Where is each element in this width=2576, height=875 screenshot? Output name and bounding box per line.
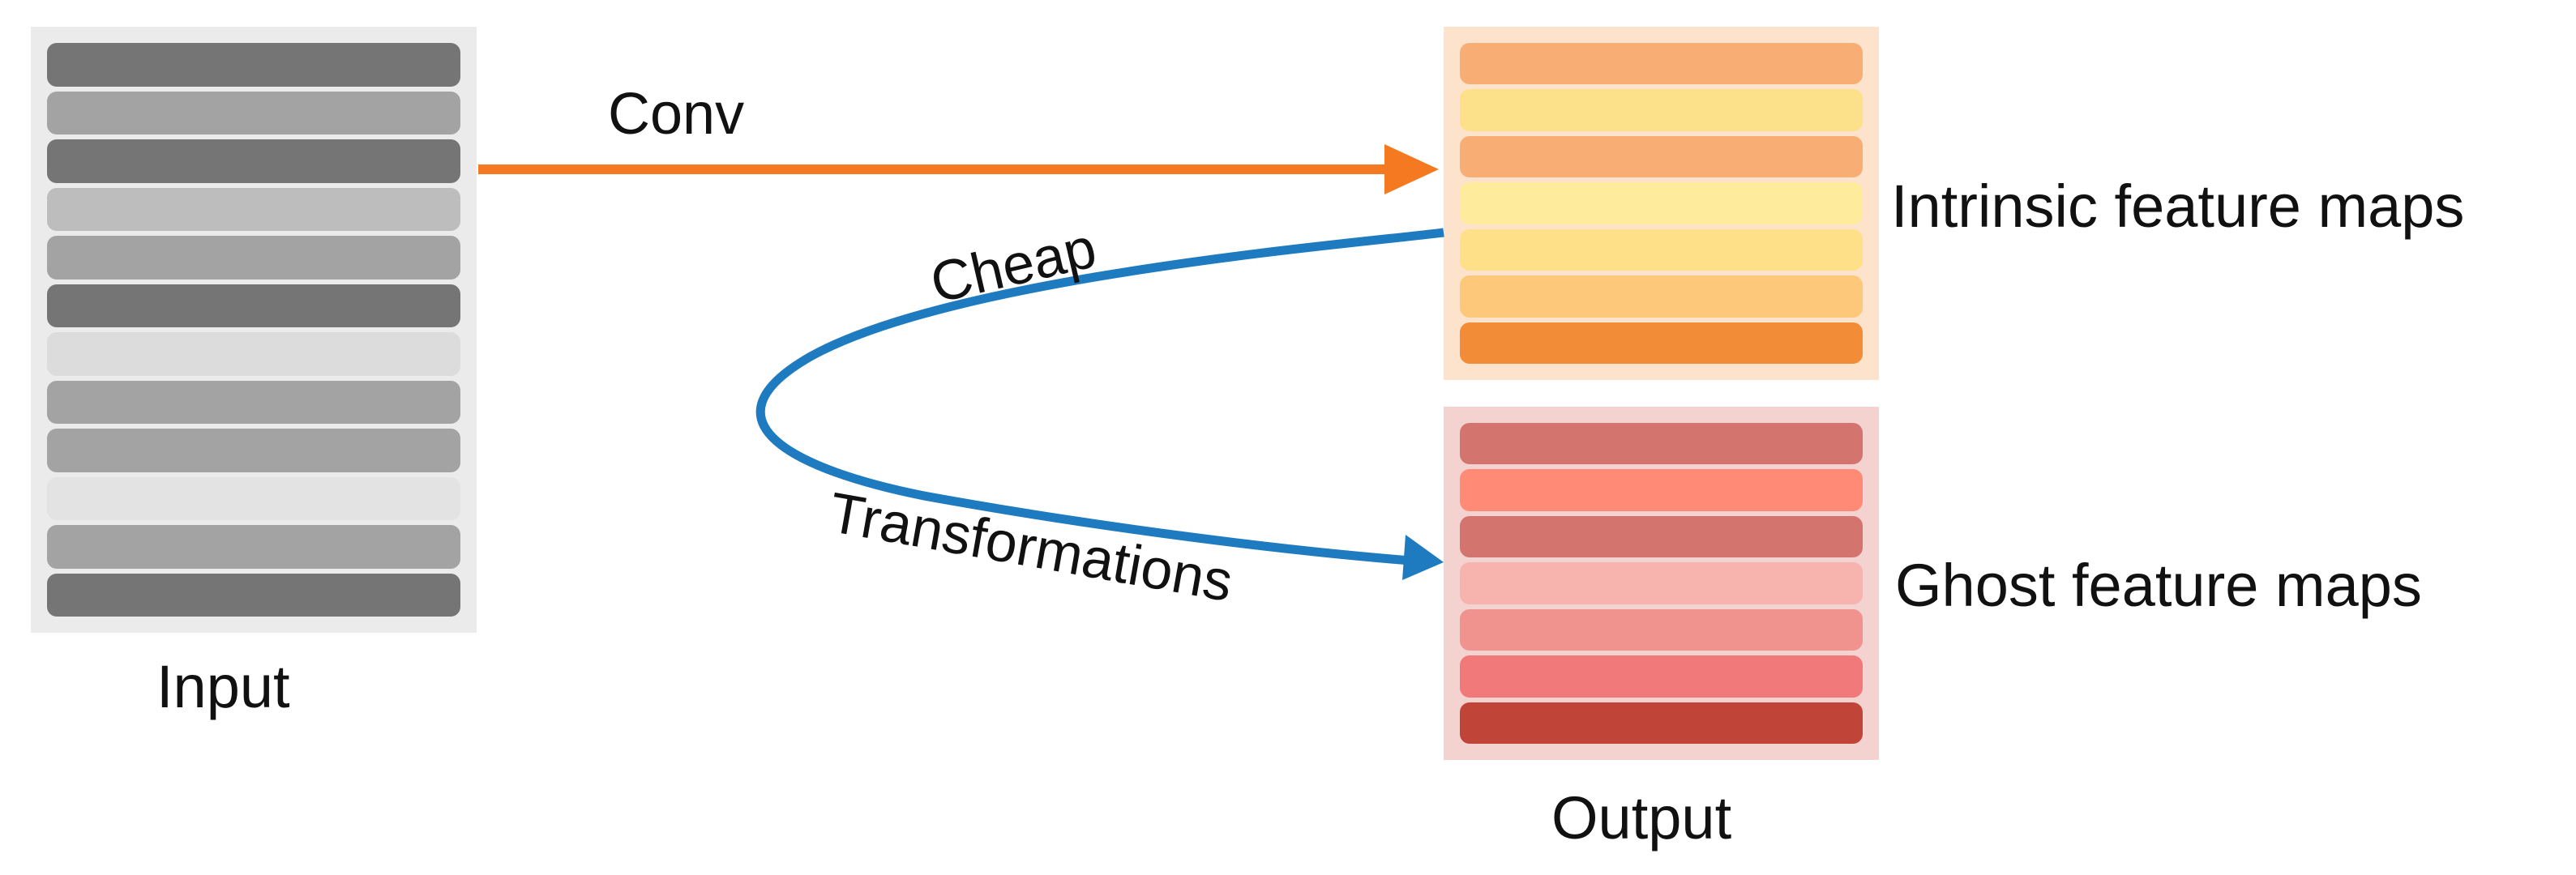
input-feature-map-bar [47, 284, 460, 327]
cheap-transformation-arrow [755, 228, 1444, 566]
cheap-arrow-head [1402, 535, 1444, 580]
intrinsic-feature-map-bar [1460, 275, 1863, 318]
ghost-feature-map-bar [1460, 702, 1863, 744]
conv-label: Conv [608, 82, 745, 147]
input-feature-map-bar [47, 429, 460, 472]
ghost-feature-map-bar [1460, 469, 1863, 511]
input-feature-map-bar [47, 139, 460, 183]
ghost-feature-map-bar [1460, 655, 1863, 698]
ghost-feature-stack [1444, 407, 1879, 760]
ghost-feature-map-bar [1460, 515, 1863, 558]
intrinsic-feature-map-bar [1460, 135, 1863, 178]
input-feature-map-bar [47, 236, 460, 280]
intrinsic-feature-map-bar [1460, 43, 1863, 85]
intrinsic-feature-map-bar [1460, 228, 1863, 271]
transformations-label: Transformations [824, 480, 1237, 613]
intrinsic-feature-map-bar [1460, 322, 1863, 364]
input-feature-map-bar [47, 187, 460, 231]
ghost-feature-map-bar [1460, 423, 1863, 465]
intrinsic-feature-stack [1444, 27, 1879, 380]
input-feature-map-bar [47, 43, 460, 87]
intrinsic-feature-map-bar [1460, 89, 1863, 131]
input-feature-map-bar [47, 525, 460, 569]
output-label: Output [1551, 784, 1732, 852]
input-feature-map-bar [47, 573, 460, 617]
intrinsic-label: Intrinsic feature maps [1891, 173, 2465, 240]
input-feature-map-bar [47, 380, 460, 424]
intrinsic-feature-map-bar [1460, 182, 1863, 224]
ghost-feature-map-bar [1460, 562, 1863, 604]
input-feature-map-bar [47, 91, 460, 134]
input-feature-stack [31, 27, 477, 633]
ghost-feature-map-bar [1460, 608, 1863, 651]
ghost-label: Ghost feature maps [1895, 552, 2422, 619]
conv-arrow-head [1384, 144, 1439, 194]
cheap-label: Cheap [925, 216, 1102, 314]
input-feature-map-bar [47, 332, 460, 376]
input-label: Input [156, 653, 290, 720]
input-feature-map-bar [47, 476, 460, 520]
